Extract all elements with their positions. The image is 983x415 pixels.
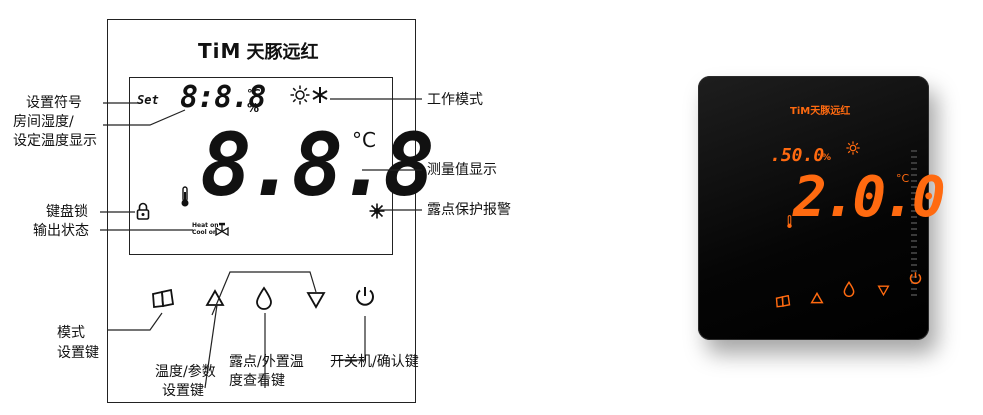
brand-logo: TiM 天豚远红 xyxy=(198,38,319,64)
down-triangle-icon[interactable] xyxy=(306,291,326,313)
brand-en: TiM xyxy=(198,39,242,63)
heat-on-label: Heat on xyxy=(192,222,219,229)
label-mode-key-line1: 模式 xyxy=(57,325,85,341)
label-set-symbol: 设置符号 xyxy=(26,95,82,111)
label-keypad-lock: 键盘锁 xyxy=(46,204,88,220)
big-unit-celsius: °C xyxy=(352,128,376,152)
device-brand-en: TiM xyxy=(790,106,811,117)
small-unit-celsius: °C xyxy=(247,87,261,100)
device-down-triangle-icon[interactable] xyxy=(877,281,890,300)
label-dew-alarm: 露点保护报警 xyxy=(427,202,511,218)
label-output-status: 输出状态 xyxy=(33,223,89,239)
snowflake-icon xyxy=(311,86,329,108)
droplet-icon[interactable] xyxy=(255,286,273,314)
label-power-key: 开关机/确认键 xyxy=(330,354,419,370)
small-digit-display: 8:8.8 xyxy=(180,80,266,115)
side-vents xyxy=(911,150,917,300)
lcd-display-outline xyxy=(129,77,393,255)
dew-alarm-icon xyxy=(369,203,385,223)
sun-icon xyxy=(290,85,310,109)
device-big-unit: °C xyxy=(896,172,910,185)
label-work-mode: 工作模式 xyxy=(427,92,483,108)
device-power-icon[interactable] xyxy=(908,271,923,290)
label-temp-param-key-line2: 设置键 xyxy=(162,383,204,399)
device-small-reading: .50.0 xyxy=(770,145,825,166)
device-brand-cn: 天豚远红 xyxy=(810,106,851,117)
device-small-unit: % xyxy=(822,153,832,163)
label-dew-ext-key-line2: 度查看键 xyxy=(229,373,285,389)
label-room-humidity-line1: 房间湿度/ xyxy=(13,114,74,130)
small-unit-percent: % xyxy=(247,101,260,115)
power-icon[interactable] xyxy=(353,285,377,313)
device-droplet-icon[interactable] xyxy=(843,281,855,301)
label-mode-key-line2: 设置键 xyxy=(57,345,99,361)
label-dew-ext-key-line1: 露点/外置温 xyxy=(229,354,304,370)
set-symbol: Set xyxy=(137,93,159,107)
lock-icon xyxy=(136,202,150,224)
device-up-triangle-icon[interactable] xyxy=(810,289,824,308)
valve-icon xyxy=(215,221,229,240)
device-thermometer-icon xyxy=(786,214,793,233)
device-sun-icon xyxy=(846,140,860,159)
device-brand: TiM天豚远红 xyxy=(790,99,850,118)
label-temp-param-key-line1: 温度/参数 xyxy=(155,364,216,380)
thermometer-icon xyxy=(180,186,190,212)
label-room-humidity-line2: 设定温度显示 xyxy=(13,133,97,149)
device-big-reading: 2.0.0 xyxy=(793,165,946,230)
book-icon[interactable] xyxy=(151,288,175,313)
label-measured-value: 测量值显示 xyxy=(427,162,497,178)
thermostat-device xyxy=(698,76,929,340)
brand-cn: 天豚远红 xyxy=(246,42,319,63)
big-digit-display: 8.8.8 xyxy=(200,116,435,216)
cool-on-label: Cool on xyxy=(192,229,218,236)
device-book-icon[interactable] xyxy=(775,293,791,312)
